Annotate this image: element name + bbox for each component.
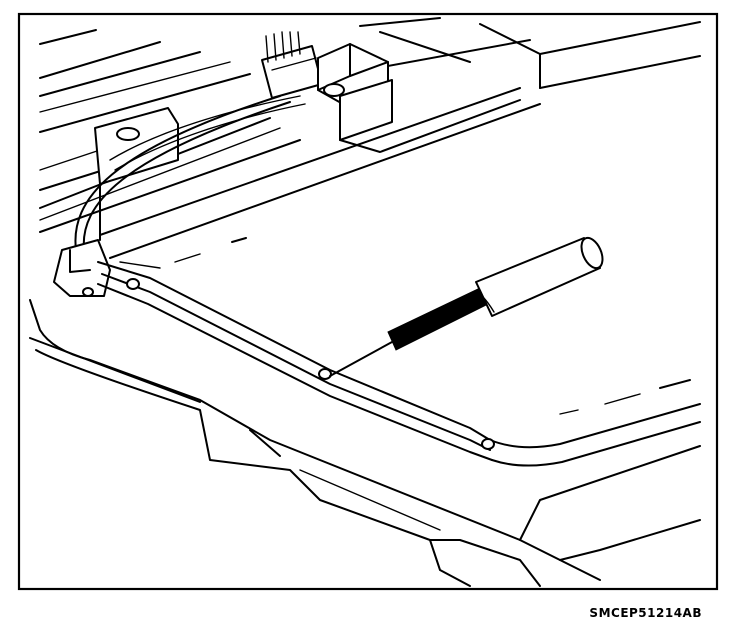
strip-screw-center xyxy=(318,368,332,380)
latch-block xyxy=(317,43,521,153)
strip-screw-left xyxy=(126,278,140,290)
strip-screw-right xyxy=(481,438,495,450)
mounting-bracket xyxy=(94,107,179,241)
wire-connector xyxy=(261,31,323,99)
bracket-hole xyxy=(116,127,140,141)
trim-strip xyxy=(97,237,701,467)
latch-screw xyxy=(323,83,345,97)
handle-end xyxy=(580,236,604,270)
strip-end-tab xyxy=(53,239,111,297)
strip-fasteners xyxy=(126,278,495,450)
wire-harness xyxy=(74,95,306,251)
figure-frame xyxy=(17,12,719,591)
figure-code-label: SMCEP51214AB xyxy=(589,606,702,620)
screwdriver-icon xyxy=(329,236,604,377)
tab-screw xyxy=(82,287,94,297)
lower-body xyxy=(29,299,701,587)
